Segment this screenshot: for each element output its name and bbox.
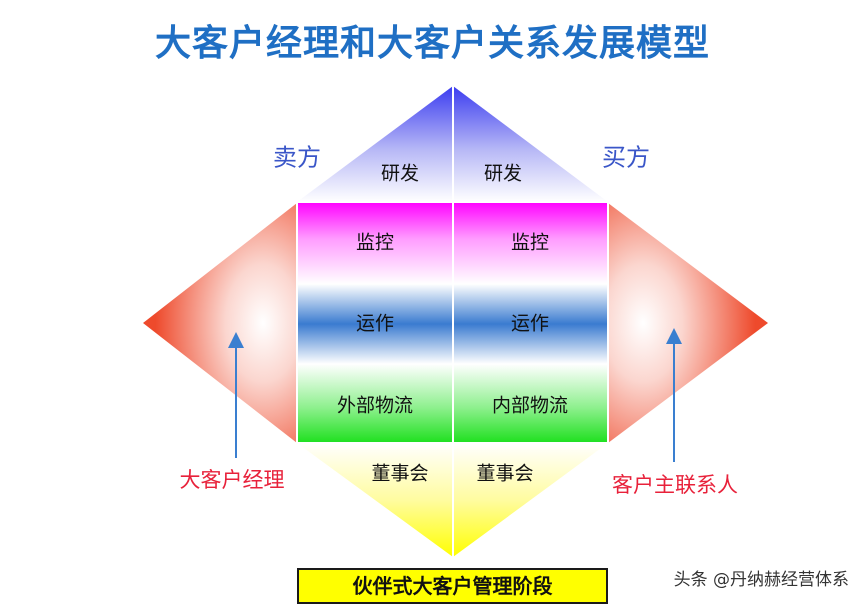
customer-main-contact-label: 客户主联系人 — [612, 473, 738, 497]
row-monitor-right: 监控 — [510, 231, 550, 254]
diagram-title: 大客户经理和大客户关系发展模型 — [154, 23, 710, 64]
row-board-right: 董事会 — [476, 462, 534, 485]
row-operation-left: 运作 — [355, 312, 395, 335]
stage-label-box: 伙伴式大客户管理阶段 — [297, 568, 608, 604]
right-wing-triangle — [608, 203, 768, 443]
buyer-label: 买方 — [602, 143, 650, 172]
row-board-left: 董事会 — [371, 462, 429, 485]
row-operation-right: 运作 — [510, 312, 550, 335]
row-logistics-left: 外部物流 — [336, 394, 414, 417]
row-logistics-right: 内部物流 — [491, 394, 569, 417]
left-wing-triangle — [143, 203, 297, 443]
seller-label: 卖方 — [273, 143, 321, 172]
row-rd-left: 研发 — [380, 162, 420, 185]
key-account-manager-label: 大客户经理 — [179, 468, 285, 492]
row-rd-right: 研发 — [483, 162, 523, 185]
row-monitor-left: 监控 — [355, 231, 395, 254]
source-watermark: 头条 @丹纳赫经营体系 — [673, 570, 849, 590]
